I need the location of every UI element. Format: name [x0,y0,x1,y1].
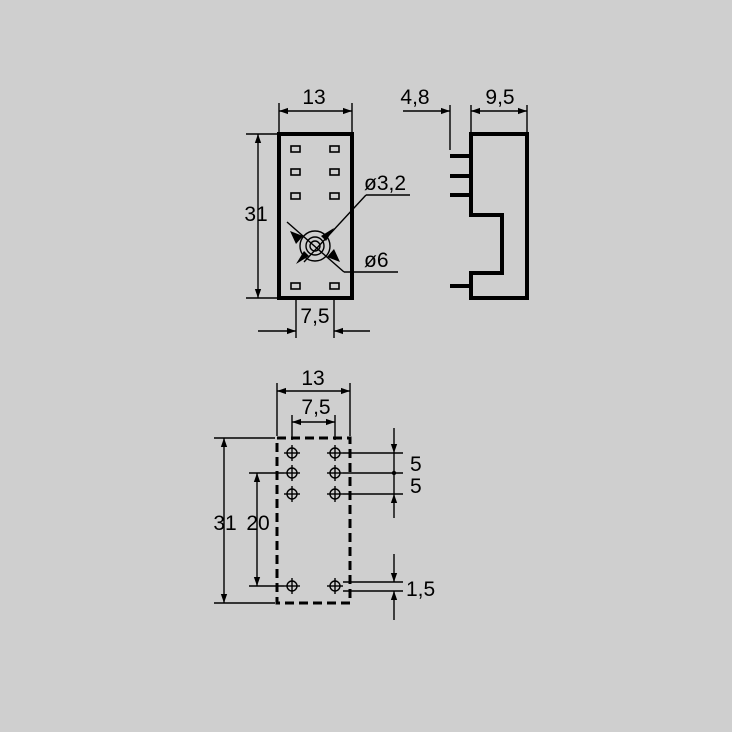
pin-length-label: 4,8 [400,86,429,109]
socket-side-profile [469,132,529,300]
diameter-arrow [296,251,309,264]
column-spacing-label: 7,5 [301,396,330,419]
terminal-slot [329,145,340,153]
mounting-hole-outer [299,230,331,262]
diameter-leader [303,194,367,263]
pitch-1-label: 5 [410,453,422,476]
pin-hole [327,486,343,502]
pin-hole [327,578,343,594]
pitch-dot [391,470,397,476]
terminal-slot [329,282,340,290]
diameter-arrow [321,228,334,241]
side-view: 4,8 9,5 [400,86,529,300]
terminal-slot [290,168,301,176]
pin-hole [284,445,300,461]
pin-hole [284,486,300,502]
center-spacing-label: 7,5 [300,305,329,328]
inner-diameter-label: ø3,2 [364,172,406,195]
footprint-width-label: 13 [301,367,324,390]
pitch-2-label: 5 [410,475,422,498]
mounting-hole-inner [305,236,325,256]
terminal-slot [329,168,340,176]
diameter-arrow [290,231,303,244]
pin-hole [284,578,300,594]
row-span-label: 20 [246,512,269,535]
pin-hole [327,445,343,461]
terminal-slot [290,192,301,200]
footprint-height-label: 31 [213,512,236,535]
outer-diameter-label: ø6 [364,249,389,272]
footprint-outline [275,436,352,605]
width-label: 13 [302,86,325,109]
diameter-arrow [327,249,340,262]
height-label: 31 [244,203,267,226]
pin-hole [284,465,300,481]
depth-label: 9,5 [485,86,514,109]
terminal-slot [290,145,301,153]
front-view: 13 31 7,5 ø3,2 ø6 [244,86,410,338]
pin-hole [327,465,343,481]
terminal-slot [290,282,301,290]
terminal-slot [329,192,340,200]
diameter-leader [286,221,345,273]
pcb-footprint: 13 7,5 31 20 5 5 1,5 [213,367,435,620]
pin-offset-label: 1,5 [406,578,435,601]
socket-outline [277,132,354,300]
